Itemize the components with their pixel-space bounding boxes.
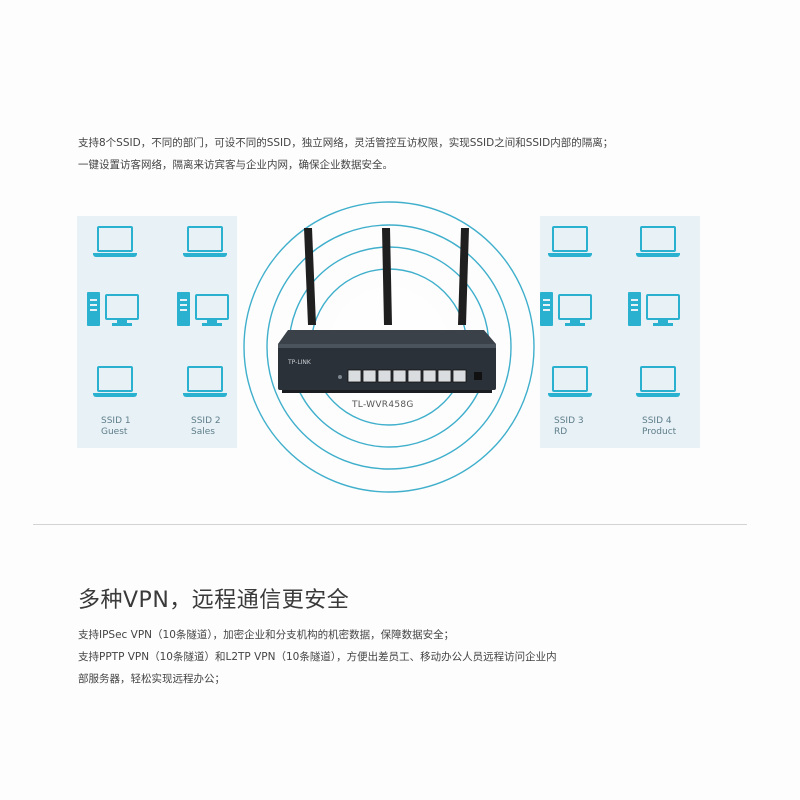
vpn-description: 支持IPSec VPN（10条隧道），加密企业和分支机构的机密数据，保障数据安全… xyxy=(78,624,718,690)
laptop-icon xyxy=(183,226,227,257)
ssid-intro-text: 支持8个SSID，不同的部门，可设不同的SSID，独立网络，灵活管控互访权限，实… xyxy=(78,132,718,176)
router-diagram: TP-LINK xyxy=(243,201,535,493)
laptop-icon xyxy=(183,366,227,397)
intro-line-2: 一键设置访客网络，隔离来访宾客与企业内网，确保企业数据安全。 xyxy=(78,159,393,171)
vpn-section-title: 多种VPN，远程通信更安全 xyxy=(78,588,350,613)
intro-line-1: 支持8个SSID，不同的部门，可设不同的SSID，独立网络，灵活管控互访权限，实… xyxy=(78,137,614,149)
vpn-line-1: 支持IPSec VPN（10条隧道），加密企业和分支机构的机密数据，保障数据安全… xyxy=(78,629,455,641)
laptop-icon xyxy=(636,226,680,257)
laptop-icon xyxy=(636,366,680,397)
antenna-icon xyxy=(382,228,392,325)
router-brand-logo: TP-LINK xyxy=(287,359,312,366)
desktop-computer-icon xyxy=(540,292,600,332)
desktop-computer-icon xyxy=(177,292,237,332)
laptop-icon xyxy=(548,226,592,257)
laptop-icon xyxy=(548,366,592,397)
section-divider xyxy=(33,524,747,525)
router-model-label: TL-WVR458G xyxy=(352,400,414,410)
desktop-computer-icon xyxy=(87,292,147,332)
antenna-icon xyxy=(458,228,469,325)
antenna-icon xyxy=(304,228,316,325)
router-icon xyxy=(278,228,496,393)
desktop-computer-icon xyxy=(628,292,688,332)
vpn-line-2: 支持PPTP VPN（10条隧道）和L2TP VPN（10条隧道），方便出差员工… xyxy=(78,651,557,663)
laptop-icon xyxy=(93,366,137,397)
laptop-icon xyxy=(93,226,137,257)
vpn-line-3: 部服务器，轻松实现远程办公； xyxy=(78,673,225,685)
